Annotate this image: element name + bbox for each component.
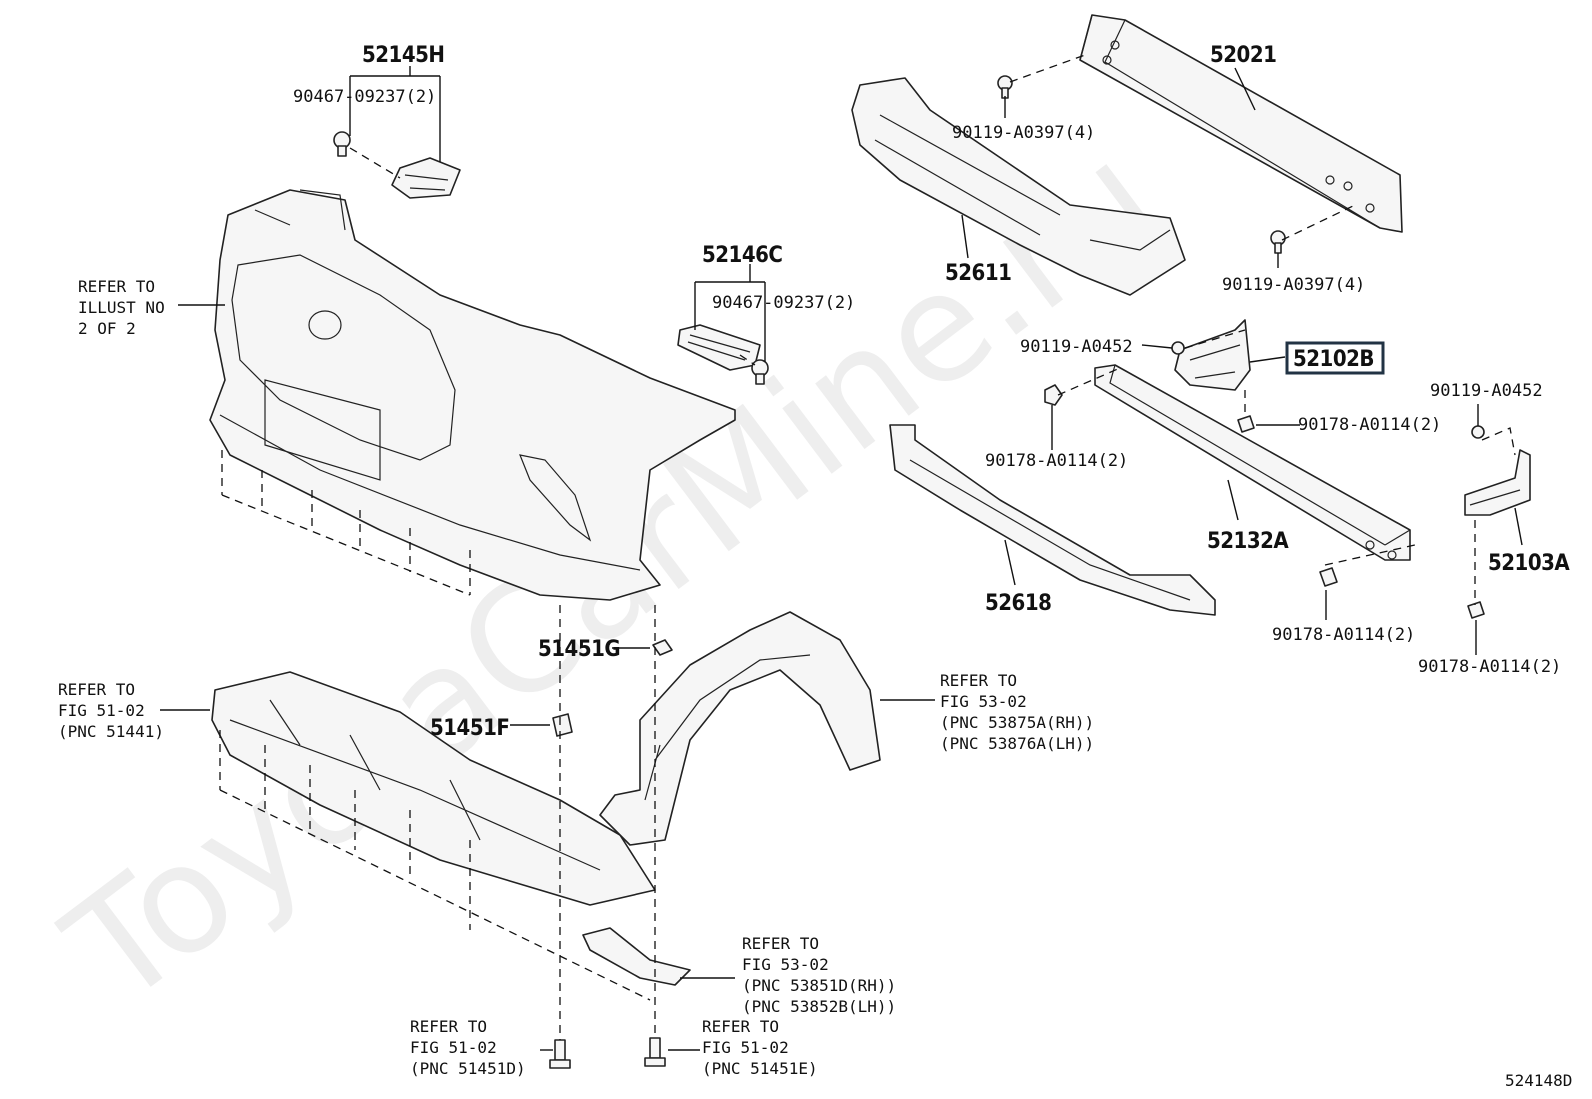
label-51451F[interactable]: 51451F	[430, 716, 510, 741]
svg-text:(PNC 51451D): (PNC 51451D)	[410, 1059, 526, 1078]
svg-text:FIG 51-02: FIG 51-02	[410, 1038, 497, 1057]
svg-text:REFER TO: REFER TO	[78, 277, 155, 296]
label-51451G[interactable]: 51451G	[538, 637, 621, 662]
nut-90178-a[interactable]	[1044, 384, 1063, 406]
lower-absorber-52618[interactable]	[889, 424, 1216, 616]
svg-text:REFER TO: REFER TO	[58, 680, 135, 699]
front-bumper-cover[interactable]	[209, 189, 736, 601]
label-90119-0397-b[interactable]: 90119-A0397(4)	[1222, 275, 1365, 295]
svg-text:(PNC 51441): (PNC 51441)	[58, 722, 164, 741]
label-90178-d[interactable]: 90178-A0114(2)	[1418, 657, 1561, 677]
label-90467-a[interactable]: 90467-09237(2)	[293, 87, 436, 107]
bolt-90467-a[interactable]	[333, 131, 351, 157]
label-52103A[interactable]: 52103A	[1488, 551, 1571, 576]
part-labels: 52145H 90467-09237(2) 52146C 90467-09237…	[293, 43, 1571, 741]
nut-90178-b[interactable]	[1237, 415, 1255, 433]
svg-text:FIG 53-02: FIG 53-02	[742, 955, 829, 974]
clip-51451F[interactable]	[552, 713, 573, 737]
bumper-reinforcement-52021[interactable]	[1079, 14, 1403, 233]
label-90178-c[interactable]: 90178-A0114(2)	[1272, 625, 1415, 645]
svg-text:FIG 51-02: FIG 51-02	[702, 1038, 789, 1057]
note-fig5302-b: REFER TO FIG 53-02 (PNC 53851D(RH)) (PNC…	[742, 934, 896, 1016]
label-90178-b[interactable]: 90178-A0114(2)	[1298, 415, 1441, 435]
note-fig5302-a: REFER TO FIG 53-02 (PNC 53875A(RH)) (PNC…	[940, 671, 1094, 753]
bolt-51451E[interactable]	[644, 1037, 666, 1067]
bolt-90119-0452-b[interactable]	[1471, 425, 1485, 439]
note-illust: REFER TO ILLUST NO 2 OF 2	[78, 277, 165, 338]
note-fig5102-c: REFER TO FIG 51-02 (PNC 51451E)	[702, 1017, 818, 1078]
clip-51451G[interactable]	[652, 639, 673, 656]
bracket-52102B[interactable]	[1174, 319, 1251, 391]
label-52021[interactable]: 52021	[1210, 43, 1277, 68]
bolt-90119-0397-b[interactable]	[1270, 230, 1286, 254]
bracket-52145H[interactable]	[391, 157, 461, 199]
label-90119-0452-b[interactable]: 90119-A0452	[1430, 381, 1543, 401]
bolt-90467-b[interactable]	[751, 359, 769, 385]
nut-90178-c[interactable]	[1319, 567, 1338, 587]
label-90467-b[interactable]: 90467-09237(2)	[712, 293, 855, 313]
label-90119-0397-a[interactable]: 90119-A0397(4)	[952, 123, 1095, 143]
svg-text:REFER TO: REFER TO	[940, 671, 1017, 690]
label-52132A[interactable]: 52132A	[1207, 529, 1290, 554]
note-fig5102-a: REFER TO FIG 51-02 (PNC 51441)	[58, 680, 164, 741]
label-52611[interactable]: 52611	[945, 261, 1012, 286]
svg-text:2 OF 2: 2 OF 2	[78, 319, 136, 338]
bracket-52103A[interactable]	[1464, 449, 1531, 516]
label-52102B[interactable]: 52102B	[1293, 347, 1374, 372]
bracket-52146C[interactable]	[677, 324, 761, 371]
label-52618[interactable]: 52618	[985, 591, 1052, 616]
highlight-box-52102B	[1285, 341, 1385, 375]
fender-liner[interactable]	[599, 611, 881, 846]
bolt-90119-0397-a[interactable]	[997, 75, 1013, 99]
svg-text:REFER TO: REFER TO	[410, 1017, 487, 1036]
fender-seal[interactable]	[582, 927, 691, 986]
svg-text:REFER TO: REFER TO	[742, 934, 819, 953]
bumper-absorber-52611[interactable]	[851, 77, 1186, 296]
diagram-code: 524148D	[1505, 1071, 1572, 1090]
svg-text:(PNC 53852B(LH)): (PNC 53852B(LH))	[742, 997, 896, 1016]
svg-text:(PNC 53876A(LH)): (PNC 53876A(LH))	[940, 734, 1094, 753]
svg-text:(PNC 53851D(RH)): (PNC 53851D(RH))	[742, 976, 896, 995]
label-52146C[interactable]: 52146C	[702, 243, 783, 268]
label-52145H[interactable]: 52145H	[362, 43, 445, 68]
svg-text:REFER TO: REFER TO	[702, 1017, 779, 1036]
svg-text:ILLUST NO: ILLUST NO	[78, 298, 165, 317]
leader-lines	[160, 54, 1523, 1051]
svg-text:FIG 51-02: FIG 51-02	[58, 701, 145, 720]
bolt-51451D[interactable]	[549, 1039, 571, 1069]
note-fig5102-b: REFER TO FIG 51-02 (PNC 51451D)	[410, 1017, 526, 1078]
svg-text:(PNC 53875A(RH)): (PNC 53875A(RH))	[940, 713, 1094, 732]
svg-text:FIG 53-02: FIG 53-02	[940, 692, 1027, 711]
label-90119-0452-a[interactable]: 90119-A0452	[1020, 337, 1133, 357]
label-90178-a[interactable]: 90178-A0114(2)	[985, 451, 1128, 471]
bolt-90119-0452-a[interactable]	[1171, 341, 1185, 355]
svg-text:(PNC 51451E): (PNC 51451E)	[702, 1059, 818, 1078]
nut-90178-d[interactable]	[1467, 601, 1485, 619]
